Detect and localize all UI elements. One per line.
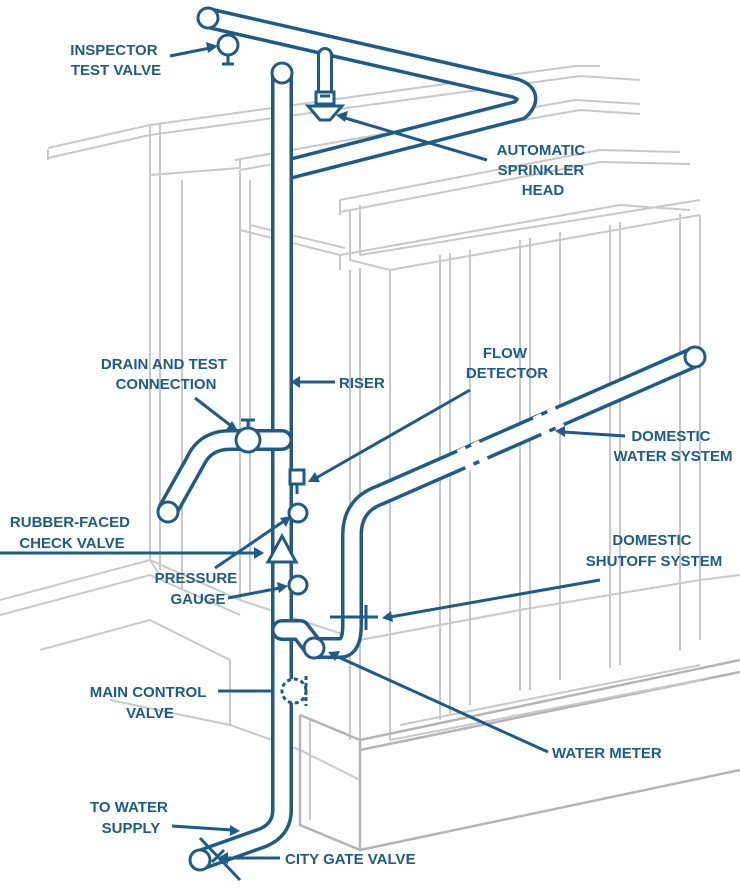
domestic-water-pipe <box>271 346 706 659</box>
label-water-meter: WATER METER <box>552 745 662 762</box>
main-control-valve-symbol <box>280 676 308 706</box>
pipe-network <box>156 6 707 872</box>
label-to-water-supply: TO WATER SUPPLY <box>90 799 172 837</box>
label-pressure-gauge: PRESSURE GAUGE <box>155 570 242 608</box>
drain-test-valve-symbol <box>234 418 262 454</box>
sprinkler-head-symbol <box>304 90 346 122</box>
label-automatic-sprinkler-head: AUTOMATIC SPRINKLER HEAD <box>497 142 590 199</box>
label-flow-detector: FLOW DETECTOR <box>466 345 548 382</box>
water-meter-symbol <box>302 636 326 660</box>
labels: INSPECTOR TEST VALVE AUTOMATIC SPRINKLER… <box>10 42 733 868</box>
label-domestic-water-system: DOMESTIC WATER SYSTEM <box>614 428 733 465</box>
flow-detector-symbol <box>288 468 306 494</box>
label-drain-and-test-connection: DRAIN AND TEST CONNECTION <box>101 356 231 393</box>
label-main-control-valve: MAIN CONTROL VALVE <box>90 684 211 722</box>
domestic-shutoff-symbol <box>330 605 378 630</box>
building-frame <box>0 65 740 852</box>
label-riser: RISER <box>339 375 385 392</box>
label-city-gate-valve: CITY GATE VALVE <box>285 851 416 868</box>
check-valve-symbol <box>265 532 299 564</box>
leader-lines <box>0 42 626 864</box>
label-inspector-test-valve: INSPECTOR TEST VALVE <box>70 42 161 79</box>
label-rubber-faced-check-valve: RUBBER-FACED CHECK VALVE <box>10 514 134 552</box>
inspector-test-valve-symbol <box>216 33 240 66</box>
pressure-gauge-symbol <box>287 574 309 596</box>
label-domestic-shutoff-system: DOMESTIC SHUTOFF SYSTEM <box>586 532 722 570</box>
upper-gauge-symbol <box>287 502 309 524</box>
